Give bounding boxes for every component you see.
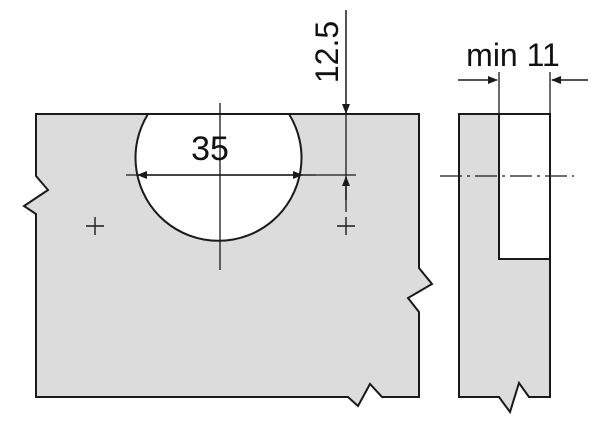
door-panel-front-view — [22, 113, 434, 408]
min-thickness-label: min 11 — [466, 37, 560, 73]
cup-bore-hole — [134, 113, 303, 242]
screw-hole-mark-left — [86, 217, 104, 235]
edge-offset-label: 12.5 — [309, 21, 345, 83]
side-view-bore-pocket — [498, 113, 551, 260]
screw-hole-mark-right — [337, 217, 355, 235]
bore-diameter-label: 35 — [191, 130, 229, 168]
